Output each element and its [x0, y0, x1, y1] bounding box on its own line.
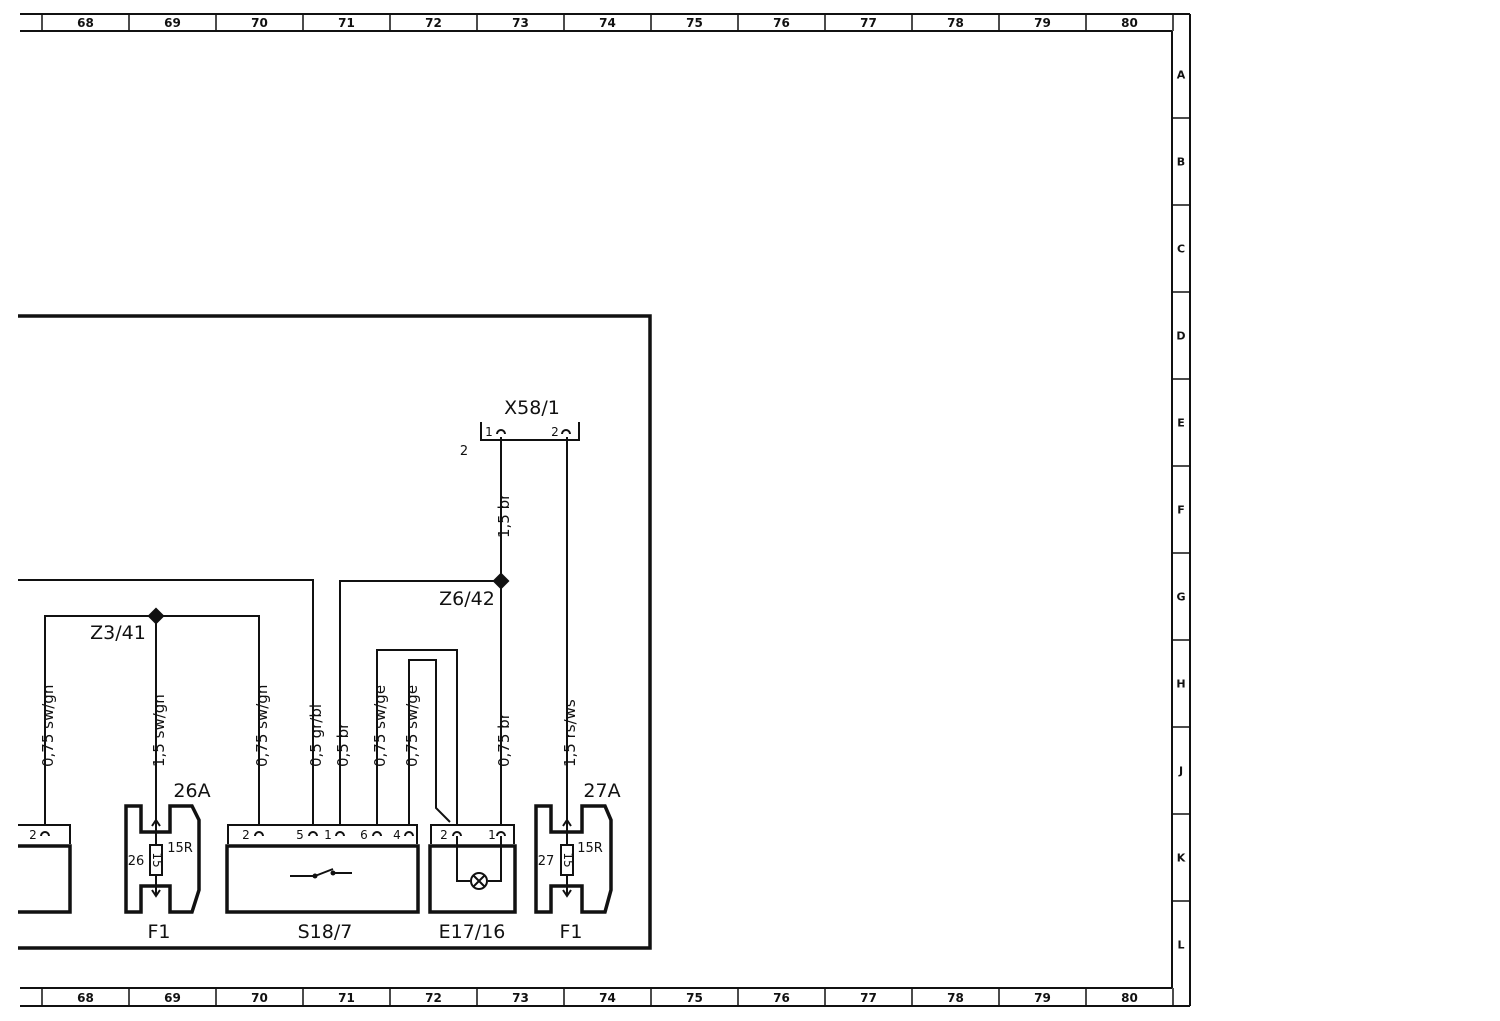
switch-pin-d: 6 — [360, 828, 368, 842]
lamp-e17-16-label: E17/16 — [439, 921, 506, 943]
wire-label-w4: 0,5 gr/bl — [307, 704, 325, 767]
fuse-f1-27a-value: 15 — [561, 852, 575, 867]
grid-col-bottom-79: 79 — [1034, 991, 1051, 1005]
fuse-f1-26a: 15 26 15R 26A F1 — [124, 780, 211, 943]
wire-label-w2: 1,5 sw/gn — [150, 694, 168, 767]
grid-col-bottom-68: 68 — [77, 991, 94, 1005]
drawing-frame — [20, 13, 1191, 1007]
grid-row-F: F — [1177, 504, 1185, 517]
grid-col-bottom-76: 76 — [773, 991, 790, 1005]
wire-label-w6: 0,75 sw/ge — [371, 685, 389, 767]
grid-col-top-79: 79 — [1034, 16, 1051, 30]
grid-row-C: C — [1177, 243, 1185, 256]
connector-x58-1-pin2: 2 — [551, 425, 559, 439]
connector-x58-1-label: X58/1 — [504, 397, 560, 419]
lamp-pin-b: 1 — [488, 828, 496, 842]
grid-col-top-69: 69 — [164, 16, 181, 30]
fuse-f1-26a-value: 15 — [150, 852, 164, 867]
grid-col-top-78: 78 — [947, 16, 964, 30]
grid-row-header: A B C D E F G H J K L — [1172, 69, 1190, 952]
fuse-f1-27a-rating: 15R — [577, 841, 603, 856]
grid-col-top-77: 77 — [860, 16, 877, 30]
grid-col-bottom-69: 69 — [164, 991, 181, 1005]
grid-col-top-72: 72 — [425, 16, 442, 30]
lamp-e17-16: 2 1 E17/16 — [428, 824, 517, 943]
lamp-pin-a: 2 — [440, 828, 448, 842]
splice-z6-42-label: Z6/42 — [439, 588, 495, 610]
switch-pin-b: 5 — [296, 828, 304, 842]
connector-x58-1-pin1: 1 — [485, 425, 493, 439]
grid-row-K: K — [1177, 852, 1186, 865]
grid-col-top-71: 71 — [338, 16, 355, 30]
grid-row-H: H — [1176, 678, 1185, 691]
grid-col-bottom-80: 80 — [1121, 991, 1138, 1005]
fuse-f1-27a-ref: 27A — [583, 780, 620, 802]
wire-label-w1: 0,75 sw/gn — [39, 685, 57, 767]
grid-col-bottom-73: 73 — [512, 991, 529, 1005]
grid-row-A: A — [1177, 69, 1186, 82]
wire-label-w3: 0,75 sw/gn — [253, 685, 271, 767]
connector-x58-1-side-mark: 2 — [460, 444, 468, 459]
grid-col-top-80: 80 — [1121, 16, 1138, 30]
grid-row-E: E — [1177, 417, 1185, 430]
grid-col-top-75: 75 — [686, 16, 703, 30]
wire-label-w9: 1,5 rs/ws — [561, 699, 579, 767]
grid-column-header-top: 68 69 70 71 72 73 74 75 76 77 78 79 80 — [41, 14, 1174, 31]
fuse-f1-27a-number: 27 — [538, 854, 555, 869]
splice-z3-41: Z3/41 — [90, 607, 165, 644]
wire-label-w10: 1,5 br — [495, 493, 513, 538]
grid-row-L: L — [1177, 939, 1184, 952]
grid-col-top-73: 73 — [512, 16, 529, 30]
splice-z3-41-label: Z3/41 — [90, 622, 146, 644]
fuse-f1-26a-ref: 26A — [173, 780, 210, 802]
grid-row-J: J — [1178, 765, 1183, 778]
switch-pin-a: 2 — [242, 828, 250, 842]
wire-label-w8: 0,75 br — [495, 712, 513, 767]
wire-label-w5: 0,5 br — [334, 722, 352, 767]
left-component-partial: 2 — [18, 824, 72, 914]
switch-pin-e: 4 — [393, 828, 401, 842]
grid-col-top-68: 68 — [77, 16, 94, 30]
grid-col-bottom-78: 78 — [947, 991, 964, 1005]
grid-row-G: G — [1176, 591, 1185, 604]
wire-label-w7: 0,75 sw/ge — [403, 685, 421, 767]
grid-col-bottom-77: 77 — [860, 991, 877, 1005]
grid-column-header-bottom: 68 69 70 71 72 73 74 75 76 77 78 79 80 — [41, 988, 1174, 1006]
grid-col-top-70: 70 — [251, 16, 268, 30]
module-boundary — [18, 314, 652, 950]
fuse-f1-27a: 15 27 15R 27A F1 — [534, 780, 621, 943]
fuse-f1-26a-label: F1 — [147, 921, 170, 943]
fuse-f1-27a-label: F1 — [559, 921, 582, 943]
grid-col-bottom-71: 71 — [338, 991, 355, 1005]
switch-s18-7-label: S18/7 — [298, 921, 353, 943]
grid-col-top-74: 74 — [599, 16, 616, 30]
grid-col-bottom-74: 74 — [599, 991, 616, 1005]
connector-x58-1: X58/1 1 2 2 — [460, 397, 580, 459]
fuse-f1-26a-number: 26 — [128, 854, 145, 869]
left-component-pin: 2 — [29, 828, 37, 842]
fuse-f1-26a-rating: 15R — [167, 841, 193, 856]
grid-row-B: B — [1177, 156, 1185, 169]
splice-z6-42: Z6/42 — [439, 572, 510, 610]
wire-labels: 0,75 sw/gn 1,5 sw/gn 0,75 sw/gn 0,5 gr/b… — [39, 493, 579, 767]
switch-s18-7: 2 5 1 6 4 S18/7 — [225, 824, 420, 943]
grid-col-top-76: 76 — [773, 16, 790, 30]
switch-pin-c: 1 — [324, 828, 332, 842]
grid-col-bottom-72: 72 — [425, 991, 442, 1005]
grid-row-D: D — [1176, 330, 1185, 343]
grid-col-bottom-70: 70 — [251, 991, 268, 1005]
grid-col-bottom-75: 75 — [686, 991, 703, 1005]
